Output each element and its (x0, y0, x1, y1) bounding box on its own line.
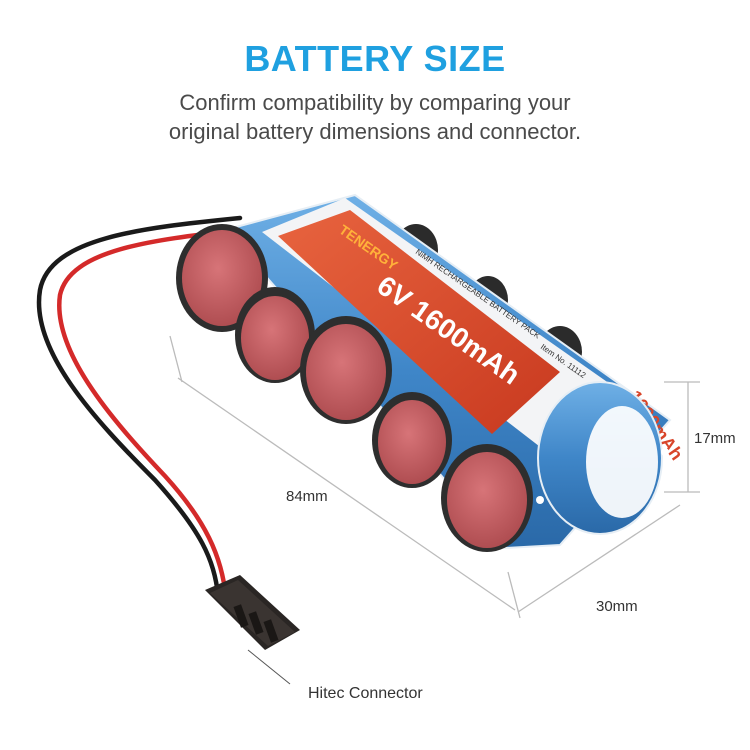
length-dimension-line (177, 377, 516, 611)
connector-label: Hitec Connector (308, 685, 423, 702)
height-dimension-label: 17mm (694, 430, 736, 447)
length-tick-start (169, 335, 183, 383)
pack-label-red (278, 210, 560, 434)
page-subtitle: Confirm compatibility by comparing your … (0, 88, 750, 146)
hitec-connector (205, 575, 300, 685)
wires (36, 215, 243, 601)
length-tick-end (507, 571, 521, 619)
width-dimension-line (517, 504, 681, 613)
page-title: BATTERY SIZE (244, 38, 506, 79)
width-dimension-label: 30mm (596, 598, 638, 615)
cell-caps (176, 224, 533, 552)
wire-red (57, 227, 243, 601)
wire-black (36, 215, 243, 599)
dimension-lines (169, 335, 700, 619)
subtitle-line-1: Confirm compatibility by comparing your (179, 90, 571, 115)
subtitle-line-2: original battery dimensions and connecto… (168, 119, 582, 144)
length-dimension-label: 84mm (286, 488, 328, 505)
battery-pack: TENERGY 6V 1600mAh NiMH RECHARGEABLE BAT… (176, 193, 687, 552)
